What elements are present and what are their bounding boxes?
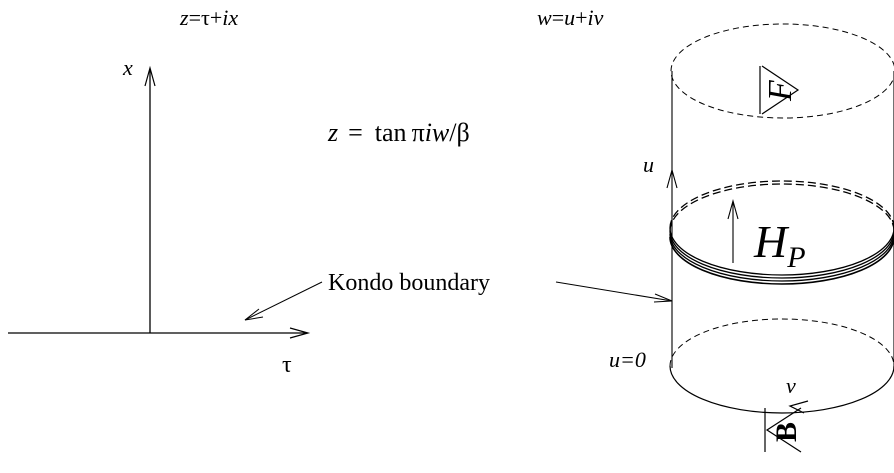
cylinder-top-ellipse <box>670 23 894 119</box>
kondo-pointer-left <box>244 281 323 321</box>
hp-arrowhead <box>727 198 739 220</box>
ket-b-state: B <box>764 407 803 453</box>
u-axis-label: u <box>643 152 654 177</box>
bra-f-state: F <box>759 65 800 115</box>
kondo-pointer-right <box>555 281 673 302</box>
hp-ring-front-3 <box>669 233 894 282</box>
cylinder-bottom-front <box>669 365 894 414</box>
tau-axis-arrowhead <box>289 327 311 339</box>
hp-ring-front-2 <box>669 230 894 279</box>
x-axis-label: x <box>122 55 133 80</box>
hp-operator-label: HP <box>753 216 806 274</box>
hp-ring-back-2 <box>669 183 894 232</box>
hp-ring-front-1 <box>669 227 894 276</box>
w-coordinate-label: w=u+iv <box>537 5 604 30</box>
u-axis-arrowhead <box>666 167 678 189</box>
ket-b-bracket <box>765 407 802 453</box>
bra-f-label: F <box>762 79 799 102</box>
x-axis-arrowhead <box>144 65 156 87</box>
bra-f-bracket <box>761 65 800 115</box>
v-label: v <box>786 373 796 398</box>
hp-ring-front-4 <box>669 236 894 285</box>
z-plane-label: z=τ+ix <box>179 5 238 30</box>
v-arrowhead <box>788 400 809 414</box>
hp-ring-back-1 <box>669 180 894 229</box>
cylinder-bottom-back <box>669 318 894 367</box>
ket-b-label: B <box>770 422 803 442</box>
kondo-pointer-left-head <box>244 308 264 321</box>
tau-axis-label: τ <box>282 352 292 378</box>
origin-label: u=0 <box>609 347 646 372</box>
kondo-boundary-label: Kondo boundary <box>328 270 490 296</box>
